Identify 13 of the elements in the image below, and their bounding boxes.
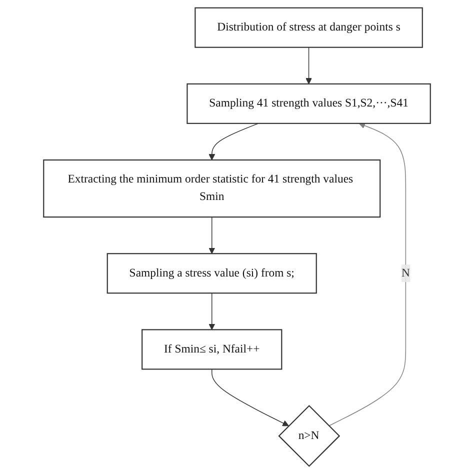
node-box: Distribution of stress at danger points s	[194, 7, 423, 48]
node-diamond: n>N	[278, 404, 340, 467]
edge-label: N	[401, 266, 410, 280]
node-box: Extracting the minimum order statistic for 41 strength values Smin	[43, 159, 381, 218]
arrow	[306, 46, 312, 84]
arrow	[208, 292, 216, 330]
node-box: If Smin≤ si, Nfail++	[142, 329, 282, 370]
arrow	[208, 123, 259, 160]
arrow	[328, 122, 406, 426]
node-box: Sampling 41 strength values S1,S2,···,S41	[186, 83, 431, 124]
arrow	[212, 368, 289, 426]
arrow	[208, 216, 216, 254]
node-box: Sampling a stress value (si) from s;	[106, 253, 317, 294]
